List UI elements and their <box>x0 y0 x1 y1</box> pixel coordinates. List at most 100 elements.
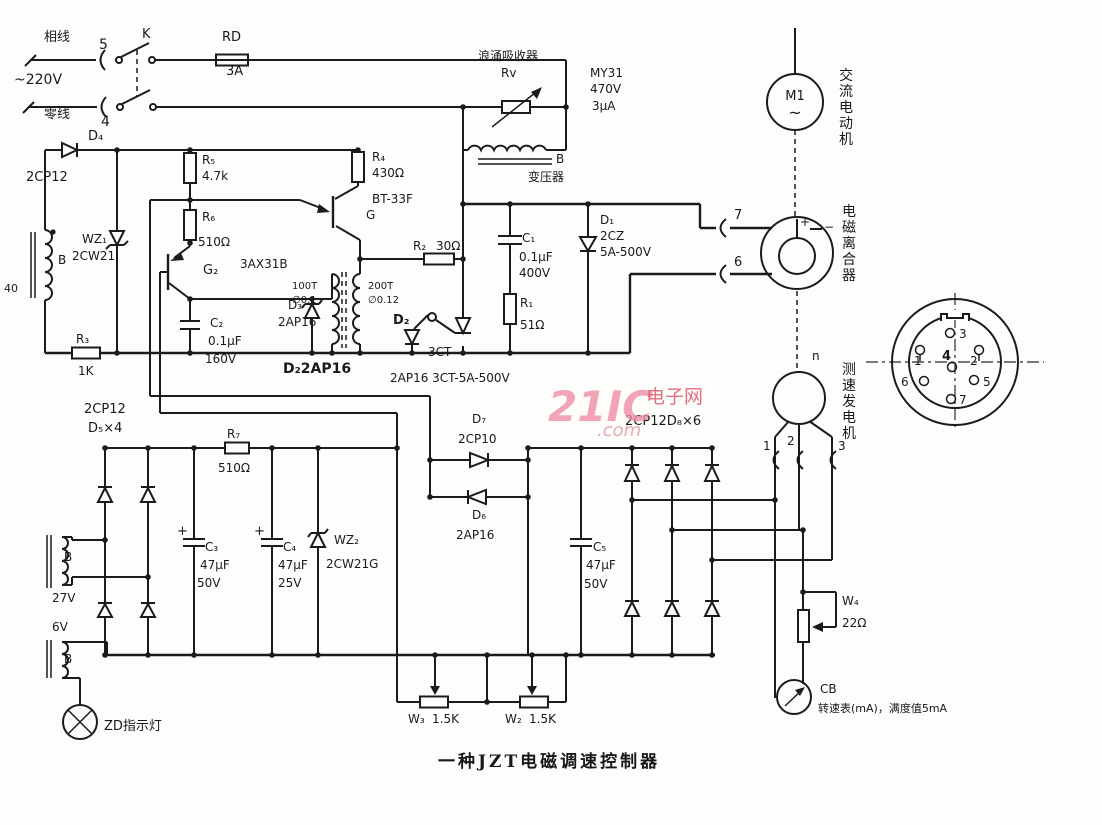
motor-name-label: 交流电动机 <box>839 67 853 148</box>
d4-symbol <box>61 141 80 159</box>
speed-pots <box>397 655 567 709</box>
connector-hooks-123 <box>772 450 837 470</box>
d2-spec-label: D₂2AP16 <box>283 361 351 377</box>
pulse-w1-wire-label: ∅0.1 <box>292 295 317 306</box>
c2-ref-label: C₂ <box>210 316 223 330</box>
c5-symbol <box>570 448 592 655</box>
c4-symbol <box>261 448 283 655</box>
r1-value-label: 51Ω <box>520 318 544 332</box>
scr-spec-label: 2AP16 3CT-5A-500V <box>390 371 511 385</box>
wz1-model-label: 2CW21 <box>72 249 115 263</box>
connector-hook-7 <box>719 218 727 238</box>
c1-value-label: 0.1μF <box>519 250 553 264</box>
r7-symbol <box>224 441 250 455</box>
bt33-gate-label: G <box>366 208 375 222</box>
varistor-symbol <box>501 100 531 114</box>
pulse-winding-2 <box>352 273 361 345</box>
tacho-wire-2-label: 2 <box>787 434 795 448</box>
connector-pin-1-label: 1 <box>914 354 922 368</box>
lamp-symbol <box>62 704 98 740</box>
w2-value-label: 1.5K <box>529 712 557 726</box>
phase-line-label: 相线 <box>44 30 70 45</box>
winding27-voltage-label: 27V <box>52 591 76 605</box>
mains-voltage-label: ~220V <box>14 72 62 88</box>
g2-ref-label: G₂ <box>203 263 218 278</box>
winding1-coil <box>44 229 53 301</box>
d1-model-label: 2CZ <box>600 229 624 243</box>
c3-ref-label: C₃ <box>205 540 218 554</box>
clutch-inner <box>778 237 816 275</box>
surge-absorber-label: 浪涌吸收器 <box>478 48 538 63</box>
mains-wiring <box>22 42 567 118</box>
tachogenerator <box>772 371 837 560</box>
output-bus-and-clutch-wires <box>45 150 772 360</box>
meter-ref-label: CB <box>820 682 837 696</box>
pulse-core <box>341 272 347 348</box>
scr-ref-label: 3CT <box>428 345 452 359</box>
winding1-ref-label: B <box>58 253 66 267</box>
varistor-model-label: MY31 <box>590 66 623 80</box>
left-regulator-section <box>30 141 358 353</box>
w3-symbol <box>419 695 449 709</box>
d6-symbol <box>465 488 487 506</box>
varistor-voltage-label: 470V <box>590 82 622 96</box>
lamp-label: ZD指示灯 <box>104 719 162 734</box>
wz2-model-label: 2CW21G <box>326 557 378 571</box>
r3-value-label: 1K <box>78 364 95 378</box>
motor-ref-label: M1 <box>785 89 805 104</box>
varistor-current-label: 3μA <box>592 99 616 113</box>
watermark-brand: 21IC <box>548 382 653 431</box>
rv-ref-label: Rv <box>501 66 516 80</box>
clutch-minus-label: − <box>824 220 834 234</box>
clutch-outer <box>760 216 834 290</box>
c1-voltage-label: 400V <box>519 266 551 280</box>
c5-ref-label: C₅ <box>593 540 606 554</box>
figure-caption: 一种JZT电磁调速控制器 <box>438 751 660 772</box>
d4-ref-label: D₄ <box>88 129 103 144</box>
pulse-winding-1 <box>331 273 340 345</box>
fuse-ref-label: RD <box>222 30 241 45</box>
watermark-suffix: .com <box>597 420 641 441</box>
r7-ref-label: R₇ <box>227 427 240 441</box>
d7-ref-label: D₇ <box>472 412 486 426</box>
motor-ac-symbol: ~ <box>788 103 801 122</box>
meter-cb-symbol <box>776 679 812 715</box>
winding1-tap-label: 40 <box>4 282 18 295</box>
motor-and-clutch <box>760 28 834 371</box>
w4-symbol <box>797 609 810 643</box>
bridge1-refs-label: D₅×4 <box>88 421 122 436</box>
r5-symbol <box>183 152 197 184</box>
w2-ref-label: W₂ <box>505 712 522 726</box>
connector-pin-4-label: 4 <box>942 349 951 364</box>
d1-symbol <box>578 236 598 254</box>
wz1-ref-label: WZ₁ <box>82 232 107 246</box>
w4-value-label: 22Ω <box>842 616 866 630</box>
clutch-plus-label: + <box>800 215 810 229</box>
trigger-section <box>149 150 472 413</box>
r1-symbol <box>503 293 517 325</box>
r6-value-label: 510Ω <box>198 235 230 249</box>
c4-ref-label: C₄ <box>283 540 296 554</box>
connector-outer <box>891 298 1019 426</box>
d3-model-label: 2AP16 <box>278 315 316 329</box>
c3-voltage-label: 50V <box>197 576 221 590</box>
pulse-w1-turns-label: 100T <box>292 281 318 292</box>
w4-ref-label: W₄ <box>842 594 859 608</box>
d3-symbol <box>303 301 321 319</box>
tacho-name-label: 测速发电机 <box>842 362 856 442</box>
connector-notch <box>940 313 970 321</box>
winding27-ref-label: B <box>64 550 72 564</box>
fuse-rd-symbol <box>215 53 249 67</box>
clutch-wire-7-label: 7 <box>734 208 742 223</box>
clutch-wire-6-label: 6 <box>734 255 742 270</box>
tacho-wire-3-label: 3 <box>838 439 846 453</box>
meter-branch <box>774 500 837 715</box>
winding-27v-coil <box>61 536 73 586</box>
wz2-symbol <box>309 530 327 548</box>
r4-symbol <box>351 151 365 183</box>
low-voltage-psu <box>46 413 715 740</box>
pulse-w2-wire-label: ∅0.12 <box>368 295 399 306</box>
r4-ref-label: R₄ <box>372 150 385 164</box>
c2-voltage-label: 160V <box>205 352 237 366</box>
